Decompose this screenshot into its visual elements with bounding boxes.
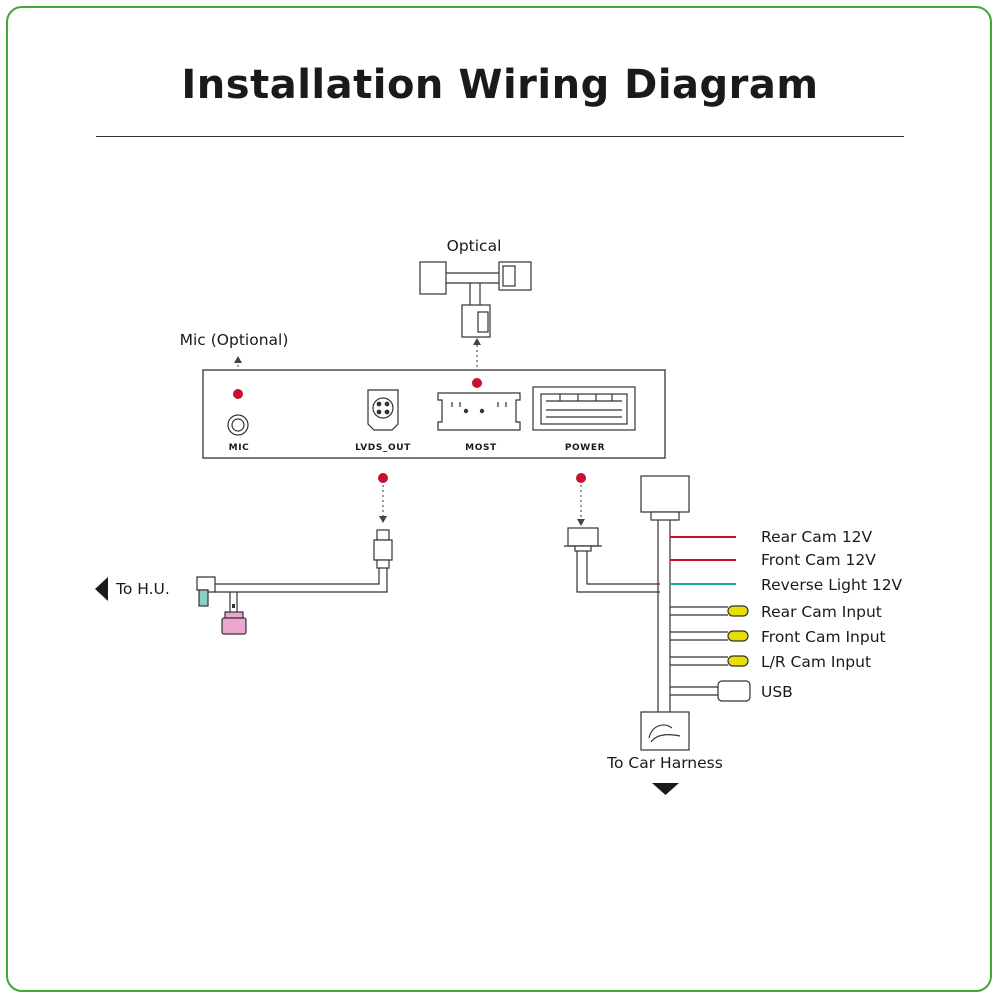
wire-label-front-cam-12v: Front Cam 12V (761, 551, 876, 569)
wire-usb-connector (717, 680, 751, 702)
wire-l-r-cam-input-connector (727, 655, 749, 667)
wire-label-rear-cam-12v: Rear Cam 12V (761, 528, 872, 546)
mic-jack-icon (227, 414, 249, 436)
optical-arrowhead (473, 338, 481, 345)
wire-usb (670, 686, 720, 696)
wire-label-group: Rear Cam 12V Front Cam 12V Reverse Light… (761, 528, 903, 701)
wire-label-usb: USB (761, 683, 793, 701)
mic-marker-dot (233, 389, 243, 399)
wire-label-lr-cam-input: L/R Cam Input (761, 653, 871, 671)
page-frame (6, 6, 992, 992)
most-marker-dot (472, 378, 482, 388)
lvds-cable (215, 529, 393, 612)
mic-arrowhead (234, 356, 242, 363)
power-port-icon (532, 386, 636, 431)
optical-label: Optical (447, 237, 502, 255)
lvds-port-label: LVDS_OUT (355, 443, 411, 453)
to-hu-label: To H.U. (115, 580, 170, 598)
wire-group (670, 536, 751, 702)
wire-label-front-cam-input: Front Cam Input (761, 628, 886, 646)
wire-front-cam-input-connector (727, 630, 749, 642)
to-car-harness-arrow-icon (652, 783, 679, 795)
wire-rear-cam-input (670, 606, 728, 616)
lvds-port-icon (367, 389, 399, 431)
hu-connector-left (196, 576, 216, 607)
power-harness (564, 475, 690, 751)
mic-optional-label: Mic (Optional) (180, 331, 289, 349)
hu-connector-pin (232, 604, 235, 608)
wire-l-r-cam-input (670, 656, 728, 666)
power-arrowhead (577, 519, 585, 526)
wire-front-cam-input (670, 631, 728, 641)
wire-label-reverse-light-12v: Reverse Light 12V (761, 576, 903, 594)
power-marker-dot (576, 473, 586, 483)
optical-connector (419, 261, 532, 338)
wire-rear-cam-input-connector (727, 605, 749, 617)
wire-label-rear-cam-input: Rear Cam Input (761, 603, 882, 621)
power-port-label: POWER (565, 443, 605, 453)
title-divider (96, 136, 904, 137)
hu-connector-pink (221, 611, 247, 635)
most-port-icon (437, 392, 521, 431)
most-port-label: MOST (465, 443, 497, 453)
to-hu-arrow-icon (95, 577, 108, 601)
lvds-marker-dot (378, 473, 388, 483)
mic-port-label: MIC (229, 443, 250, 453)
lvds-arrowhead (379, 516, 387, 523)
page-title: Installation Wiring Diagram (181, 62, 819, 108)
to-car-harness-label: To Car Harness (606, 754, 723, 772)
